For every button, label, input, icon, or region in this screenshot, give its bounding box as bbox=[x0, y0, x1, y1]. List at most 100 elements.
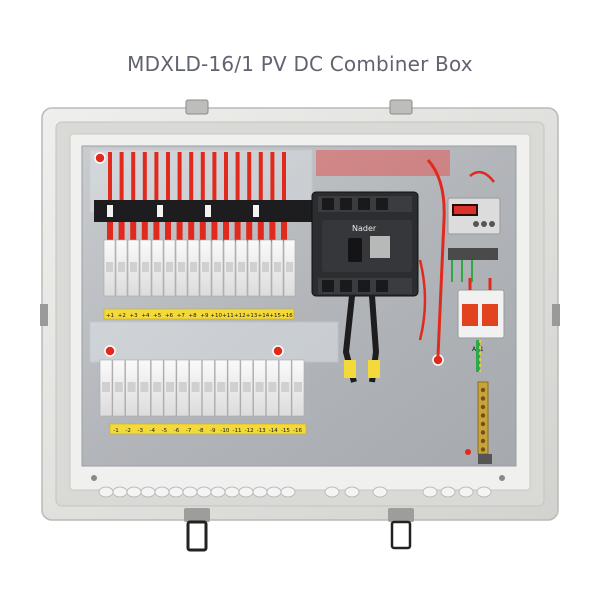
string-label: -15 bbox=[281, 428, 290, 434]
string-label: +11 bbox=[222, 313, 234, 319]
bottom-latch-right bbox=[388, 508, 414, 550]
pv-cable-lead bbox=[130, 222, 137, 242]
cable-gland bbox=[196, 486, 212, 498]
string-label: +7 bbox=[177, 313, 186, 319]
earth-screw bbox=[480, 413, 486, 418]
earth-screw bbox=[480, 387, 486, 393]
string-label: +15 bbox=[269, 313, 281, 319]
fuse-window bbox=[230, 382, 238, 392]
string-label: -13 bbox=[257, 428, 266, 434]
breaker-handle bbox=[348, 238, 362, 262]
string-label: -4 bbox=[150, 428, 156, 434]
top-clip-left bbox=[185, 99, 209, 115]
cable-gland bbox=[224, 486, 240, 498]
cable-gland bbox=[266, 486, 282, 498]
string-label: +8 bbox=[189, 313, 198, 319]
fuse-window bbox=[226, 262, 233, 272]
fuse-window bbox=[202, 262, 209, 272]
bottom-latch-left bbox=[184, 508, 210, 552]
fuse-window bbox=[102, 382, 110, 392]
pv-cable-lead bbox=[223, 222, 229, 242]
string-label: -6 bbox=[174, 428, 180, 434]
fuse-window bbox=[130, 262, 137, 272]
right-hinge bbox=[552, 304, 560, 326]
left-hinge bbox=[40, 304, 48, 326]
cable-gland bbox=[280, 486, 296, 498]
pv-cable-lead bbox=[246, 222, 253, 242]
string-label: -14 bbox=[269, 428, 278, 434]
busbar-terminal bbox=[253, 205, 259, 217]
product-title: MDXLD-16/1 PV DC Combiner Box bbox=[127, 52, 473, 76]
string-label: -12 bbox=[245, 428, 254, 434]
string-label: -16 bbox=[293, 428, 302, 434]
cable-gland bbox=[476, 486, 492, 498]
earth-screw bbox=[480, 404, 486, 410]
string-label: +9 bbox=[200, 313, 209, 319]
string-label: -2 bbox=[125, 428, 130, 434]
pv-cable-lead bbox=[269, 222, 276, 242]
cable-gland bbox=[126, 486, 142, 498]
pv-cable-lead bbox=[165, 222, 171, 242]
cable-gland bbox=[210, 486, 226, 498]
fuse-window bbox=[106, 262, 113, 272]
pv-cable-lead bbox=[107, 222, 113, 242]
string-label: -9 bbox=[210, 428, 216, 434]
fuse-window bbox=[154, 262, 161, 272]
string-label: +2 bbox=[118, 313, 126, 319]
earth-bar bbox=[465, 381, 492, 464]
earth-screw bbox=[480, 438, 486, 444]
clear-cover-middle bbox=[89, 321, 339, 363]
label-strip-negative bbox=[109, 423, 307, 435]
pv-cable-lead bbox=[176, 222, 183, 242]
cable-gland bbox=[182, 486, 198, 498]
top-clip-right bbox=[389, 99, 413, 115]
fuse-window bbox=[262, 262, 269, 272]
label-strip-positive bbox=[103, 308, 295, 320]
fuse-window bbox=[268, 382, 277, 392]
dc-meter bbox=[447, 197, 501, 235]
cable-gland bbox=[372, 486, 388, 498]
cable-glands bbox=[98, 486, 492, 498]
fuse-window bbox=[166, 382, 174, 392]
fuse-window bbox=[286, 262, 293, 272]
breaker-cover bbox=[316, 150, 450, 176]
cable-gland bbox=[168, 486, 184, 498]
fuse-window bbox=[140, 382, 149, 392]
string-label: +14 bbox=[258, 313, 270, 319]
string-label: -8 bbox=[198, 428, 204, 434]
fuse-window bbox=[242, 382, 251, 392]
fuse-window bbox=[178, 382, 187, 392]
cable-gland bbox=[458, 486, 474, 498]
positive-busbar bbox=[94, 200, 312, 222]
fuse-window bbox=[214, 262, 221, 272]
pv-input-cables bbox=[107, 152, 287, 242]
string-label: +16 bbox=[281, 313, 293, 319]
breaker-brand: Nader bbox=[352, 224, 377, 233]
busbar-terminal bbox=[157, 205, 163, 217]
pv-cable-lead bbox=[211, 222, 218, 242]
earth-screw bbox=[480, 430, 486, 435]
string-label: -7 bbox=[186, 428, 192, 434]
pv-cable-lead bbox=[118, 222, 125, 242]
string-label: -10 bbox=[220, 428, 229, 434]
cable-gland bbox=[238, 486, 254, 498]
cable-gland bbox=[324, 486, 340, 498]
string-label: +13 bbox=[246, 313, 258, 319]
fuse-window bbox=[191, 382, 200, 392]
busbar-terminal bbox=[205, 205, 211, 217]
fuse-window bbox=[204, 382, 213, 392]
string-label: +5 bbox=[153, 313, 162, 319]
cable-gland bbox=[98, 486, 114, 498]
busbar-terminal bbox=[107, 205, 113, 217]
fuse-window bbox=[127, 382, 136, 392]
negative-string-labels: -1-2-3-4-5-6-7-8-9-10-11-12-13-14-15-16 bbox=[113, 428, 302, 434]
earth-screw bbox=[480, 396, 486, 401]
pv-cable-lead bbox=[257, 222, 264, 242]
cable-gland bbox=[112, 486, 128, 498]
string-label: +4 bbox=[141, 313, 150, 319]
fuse-window bbox=[274, 262, 281, 272]
cable-gland bbox=[154, 486, 170, 498]
fuse-window bbox=[153, 382, 162, 392]
fuse-window bbox=[114, 382, 123, 392]
string-label: +12 bbox=[234, 313, 246, 319]
